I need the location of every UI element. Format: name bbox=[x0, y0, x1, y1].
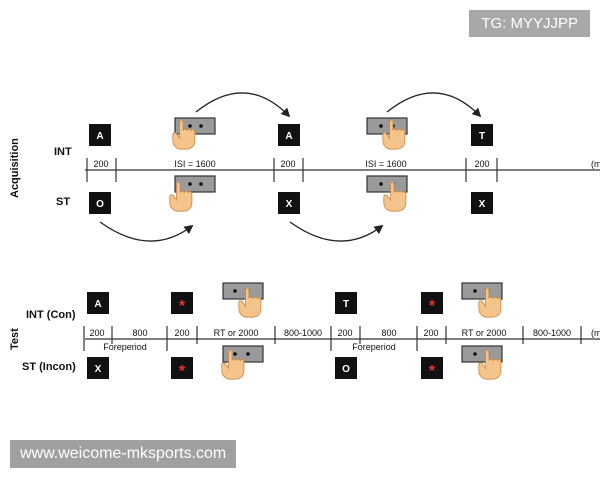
stim-letter: X bbox=[479, 199, 486, 210]
keyboard-icon bbox=[174, 175, 216, 193]
test-dur-3: 200 bbox=[174, 328, 189, 338]
stim-box bbox=[421, 292, 443, 314]
keyboard-icon bbox=[366, 175, 408, 193]
test-dur-7: 800 bbox=[381, 328, 396, 338]
stim-box bbox=[471, 124, 493, 146]
row-label-st-incon: ST (Incon) bbox=[22, 361, 76, 373]
stim-letter: A bbox=[285, 131, 292, 142]
stim-box bbox=[278, 124, 300, 146]
acq-dur-5: 200 bbox=[474, 159, 489, 169]
star-icon: * bbox=[429, 298, 436, 315]
stim-letter: T bbox=[343, 299, 349, 310]
stim-box bbox=[87, 357, 109, 379]
test-dur-6: 200 bbox=[337, 328, 352, 338]
stim-box bbox=[89, 192, 111, 214]
row-label-st: ST bbox=[56, 196, 70, 208]
keyboard-icon bbox=[222, 282, 264, 300]
acq-dur-4: ISI = 1600 bbox=[365, 159, 406, 169]
acq-dur-2: ISI = 1600 bbox=[174, 159, 215, 169]
test-dur-9: RT or 2000 bbox=[462, 328, 507, 338]
foreperiod-label: Foreperiod bbox=[352, 342, 396, 352]
star-icon: * bbox=[179, 363, 186, 380]
watermark-tg: TG: MYYJJPP bbox=[469, 10, 590, 37]
stim-letter: T bbox=[479, 131, 485, 142]
stim-box bbox=[89, 124, 111, 146]
test-dur-8: 200 bbox=[423, 328, 438, 338]
arrow-icon bbox=[195, 92, 291, 118]
stim-box bbox=[87, 292, 109, 314]
test-unit: (m bbox=[591, 328, 600, 338]
acq-unit: (m bbox=[591, 159, 600, 169]
stim-box bbox=[171, 357, 193, 379]
arrow-icon bbox=[289, 221, 384, 242]
arrow-icon bbox=[99, 221, 194, 242]
test-dur-5: 800-1000 bbox=[284, 328, 322, 338]
star-icon: * bbox=[179, 298, 186, 315]
test-dur-4: RT or 2000 bbox=[214, 328, 259, 338]
stim-letter: O bbox=[342, 364, 350, 375]
acq-dur-1: 200 bbox=[93, 159, 108, 169]
stim-box bbox=[335, 357, 357, 379]
row-label-int-con: INT (Con) bbox=[26, 309, 76, 321]
keyboard-icon bbox=[461, 282, 503, 300]
stim-letter: X bbox=[286, 199, 293, 210]
stim-box bbox=[335, 292, 357, 314]
stim-box bbox=[171, 292, 193, 314]
star-icon: * bbox=[429, 363, 436, 380]
acq-dur-3: 200 bbox=[280, 159, 295, 169]
section-label-acquisition: Acquisition bbox=[9, 138, 21, 198]
stim-box bbox=[421, 357, 443, 379]
test-dur-2: 800 bbox=[132, 328, 147, 338]
stim-letter: A bbox=[96, 131, 103, 142]
section-label-test: Test bbox=[9, 328, 21, 350]
stim-box bbox=[278, 192, 300, 214]
foreperiod-label: Foreperiod bbox=[103, 342, 147, 352]
keyboard-icon bbox=[461, 345, 503, 363]
stim-box bbox=[471, 192, 493, 214]
test-ticks bbox=[83, 326, 582, 351]
stim-letter: A bbox=[94, 299, 101, 310]
acq-ticks bbox=[86, 158, 498, 182]
test-dur-10: 800-1000 bbox=[533, 328, 571, 338]
stim-letter: X bbox=[95, 364, 102, 375]
watermark-url: www.weicome-mksports.com bbox=[10, 440, 237, 468]
test-dur-1: 200 bbox=[89, 328, 104, 338]
row-label-int: INT bbox=[54, 146, 72, 158]
arrow-icon bbox=[386, 92, 482, 118]
stim-letter: O bbox=[96, 199, 104, 210]
